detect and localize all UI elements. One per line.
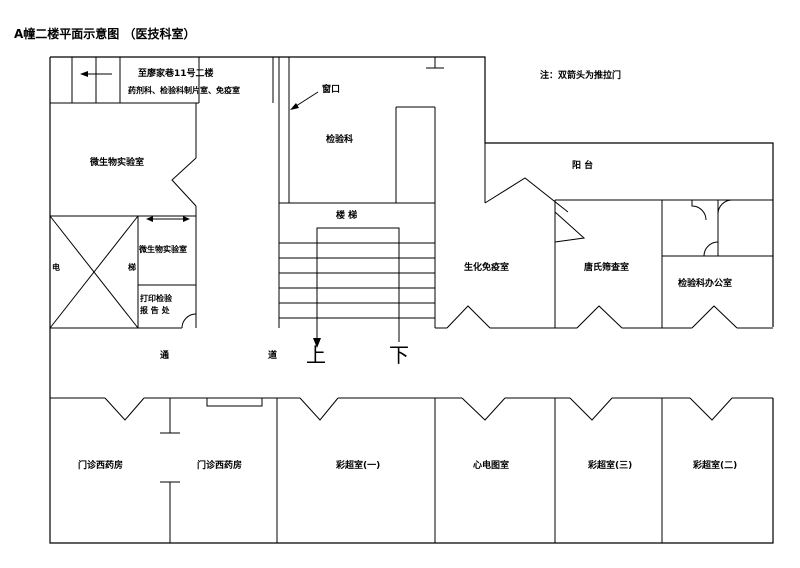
ultrasound-2-label: 彩超室(二)	[692, 459, 737, 471]
micro-lab-2-label: 微生物实验室	[138, 244, 187, 254]
to-stairs-sub-label: 药剂科、检验科制片室、免疫室	[128, 85, 240, 95]
bottom-rooms-walls	[50, 397, 773, 543]
tang-label: 唐氏筛查室	[584, 261, 629, 273]
plan-title: A幢二楼平面示意图 （医技科室）	[14, 26, 195, 41]
lab-walls	[278, 57, 444, 204]
ultrasound-1-label: 彩超室(一)	[335, 459, 380, 471]
pharmacy-2-label: 门诊西药房	[197, 459, 242, 471]
up-label: 上	[306, 343, 326, 367]
biochem-label: 生化免疫室	[464, 261, 509, 273]
ultrasound-3-label: 彩超室(三)	[587, 459, 632, 471]
lab-label: 检验科	[326, 133, 353, 145]
micro-lab-1-label: 微生物实验室	[89, 156, 144, 168]
biochem-walls	[435, 177, 586, 329]
elevator-label-left: 电	[52, 262, 60, 272]
stairs-label: 楼 梯	[336, 209, 357, 221]
balcony-label: 阳 台	[572, 159, 593, 171]
elevator-label-right: 梯	[128, 262, 136, 272]
note-label: 注：双箭头为推拉门	[540, 69, 621, 81]
window-label: 窗口	[322, 83, 340, 95]
print-label-1: 打印检验	[140, 293, 173, 303]
office-walls	[662, 199, 773, 329]
balcony-walls	[484, 143, 773, 203]
print-label-2: 报 告 处	[140, 305, 171, 315]
stairs	[278, 203, 436, 348]
corridor-label-2: 道	[268, 349, 277, 361]
corridor-label-1: 通	[160, 349, 169, 361]
micro-lab-2-walls	[137, 216, 197, 329]
pharmacy-1-label: 门诊西药房	[78, 459, 123, 471]
ecg-label: 心电图室	[473, 459, 509, 471]
down-label: 下	[389, 343, 409, 367]
office-label: 检验科办公室	[678, 277, 732, 289]
tang-walls	[555, 200, 663, 329]
elevator	[49, 215, 139, 329]
top-passage	[50, 57, 274, 104]
to-stairs-label: 至廖家巷11号二楼	[138, 67, 214, 79]
